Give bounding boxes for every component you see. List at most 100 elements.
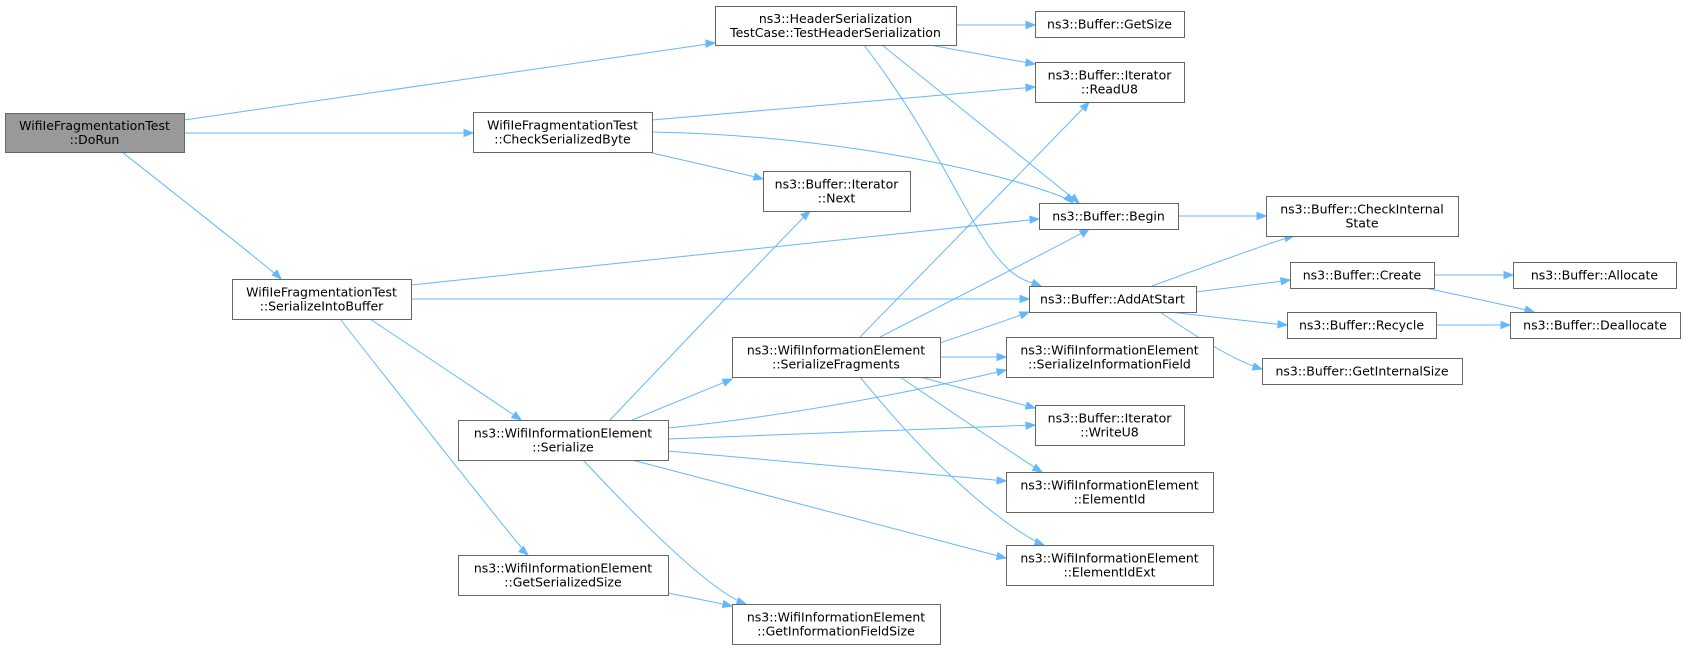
arrowhead (996, 476, 1008, 485)
edge-serialize-to-elementidext (631, 459, 1008, 561)
node-label-line: ::SerializeInformationField (1028, 357, 1191, 372)
edge-serialize-to-elementid (667, 450, 1008, 485)
arrowhead (1256, 211, 1268, 221)
arrowhead (463, 128, 475, 138)
edge-serialize-to-next (609, 210, 812, 421)
node-box (1266, 196, 1459, 237)
node-layer: WifiIeFragmentationTest::DoRun ns3::Heade… (5, 6, 1681, 645)
node-addatstart[interactable]: ns3::Buffer::AddAtStart (1029, 286, 1197, 313)
arrowhead (1063, 193, 1074, 204)
node-box (1290, 262, 1435, 289)
node-writeu8[interactable]: ns3::Buffer::Iterator::WriteU8 (1035, 405, 1185, 446)
edge-line (651, 152, 764, 180)
node-serbuf[interactable]: WifiIeFragmentationTest::SerializeIntoBu… (232, 279, 412, 320)
node-serfrag[interactable]: ns3::WifiInformationElement::SerializeFr… (732, 337, 941, 378)
node-next[interactable]: ns3::Buffer::Iterator::Next (763, 171, 911, 212)
node-label-line: TestCase::TestHeaderSerialization (729, 25, 941, 40)
edge-addatstart-to-create (1195, 277, 1292, 293)
node-serialize[interactable]: ns3::WifiInformationElement::Serialize (458, 420, 669, 461)
edge-line (631, 459, 1007, 559)
node-getsersize[interactable]: ns3::WifiInformationElement::GetSerializ… (458, 555, 669, 596)
node-label-line: ns3::WifiInformationElement (474, 561, 652, 576)
node-getinfofieldsize[interactable]: ns3::WifiInformationElement::GetInformat… (732, 604, 941, 645)
edge-checkbyte-to-begin (651, 131, 1074, 204)
node-label-line: ns3::HeaderSerialization (759, 11, 912, 26)
node-label-line: ns3::Buffer::Deallocate (1523, 318, 1667, 333)
node-recycle[interactable]: ns3::Buffer::Recycle (1287, 312, 1437, 339)
edge-serfrag-to-addatstart (939, 311, 1031, 344)
arrowhead (995, 551, 1008, 561)
edge-serfrag-to-readu8 (859, 100, 1090, 338)
node-allocate[interactable]: ns3::Buffer::Allocate (1513, 262, 1677, 289)
node-elementid[interactable]: ns3::WifiInformationElement::ElementId (1006, 472, 1214, 513)
edge-line (369, 318, 522, 421)
node-label-line: ns3::Buffer::Create (1303, 268, 1422, 283)
node-box (458, 420, 669, 461)
edge-addatstart-to-recycle (1169, 311, 1289, 329)
node-label-line: State (1345, 216, 1378, 231)
arrowhead (721, 378, 734, 387)
node-getinternalsize[interactable]: ns3::Buffer::GetInternalSize (1262, 358, 1463, 385)
node-label-line: ns3::WifiInformationElement (1020, 478, 1198, 493)
node-label-line: ns3::Buffer::Iterator (1048, 68, 1173, 83)
edge-checkbyte-to-readu8 (651, 83, 1037, 121)
node-box (473, 112, 653, 153)
edge-serialize-to-serfrag (631, 378, 734, 421)
node-testheader[interactable]: ns3::HeaderSerializationTestCase::TestHe… (715, 6, 957, 46)
node-label-line: ::WriteU8 (1080, 425, 1139, 440)
arrowhead (800, 210, 812, 221)
arrowhead (1500, 320, 1512, 330)
node-label-line: ns3::Buffer::Recycle (1299, 318, 1424, 333)
node-label-line: WifiIeFragmentationTest (487, 118, 638, 133)
arrowhead (271, 269, 282, 280)
node-label-line: ns3::WifiInformationElement (474, 426, 652, 441)
node-label-line: ns3::Buffer::AddAtStart (1040, 292, 1185, 307)
edge-dorun-to-checkbyte (184, 128, 475, 138)
node-label-line: WifiIeFragmentationTest (246, 285, 397, 300)
arrowhead (1030, 278, 1043, 287)
node-label-line: ::Next (818, 191, 856, 206)
node-label-line: ::SerializeIntoBuffer (260, 299, 384, 314)
node-label-line: ::GetInformationFieldSize (757, 624, 915, 639)
edge-line (1169, 311, 1288, 326)
node-readu8[interactable]: ns3::Buffer::Iterator::ReadU8 (1035, 62, 1185, 103)
arrowhead (1069, 193, 1081, 204)
node-deallocate[interactable]: ns3::Buffer::Deallocate (1510, 312, 1681, 339)
node-label-line: ns3::WifiInformationElement (1020, 551, 1198, 566)
node-create[interactable]: ns3::Buffer::Create (1290, 262, 1435, 289)
node-label-line: ::Serialize (532, 440, 594, 455)
arrowhead (510, 410, 523, 421)
arrowhead (1503, 270, 1515, 280)
node-label-line: ns3::Buffer::Iterator (1048, 411, 1173, 426)
edge-testheader-to-begin (881, 44, 1081, 204)
edge-serbuf-to-getsersize (339, 318, 530, 556)
node-getsize[interactable]: ns3::Buffer::GetSize (1035, 11, 1185, 38)
node-label-line: ns3::Buffer::Allocate (1531, 268, 1659, 283)
arrowhead (1018, 311, 1031, 320)
edge-create-to-allocate (1433, 270, 1515, 280)
node-begin[interactable]: ns3::Buffer::Begin (1039, 203, 1179, 230)
node-box (732, 604, 941, 645)
edge-line (667, 369, 1007, 429)
node-checkbyte[interactable]: WifiIeFragmentationTest::CheckSerialized… (473, 112, 653, 153)
node-label-line: ::GetSerializedSize (504, 575, 622, 590)
edge-checkbyte-to-next (651, 152, 765, 181)
node-label-line: ns3::Buffer::GetSize (1047, 17, 1172, 32)
edge-addatstart-to-checkinternal (1151, 233, 1296, 287)
node-serinfofield[interactable]: ns3::WifiInformationElement::SerializeIn… (1006, 337, 1214, 378)
node-box (1006, 472, 1214, 513)
edge-serfrag-to-writeu8 (919, 376, 1037, 410)
edge-begin-to-checkinternal (1178, 211, 1268, 221)
node-box (1035, 405, 1185, 446)
edge-line (667, 424, 1036, 440)
edge-getsersize-to-getinfofieldsize (667, 592, 734, 609)
node-label-line: ::CheckSerializedByte (494, 132, 631, 147)
arrowhead (1031, 463, 1044, 473)
node-elementidext[interactable]: ns3::WifiInformationElement::ElementIdEx… (1006, 545, 1214, 586)
node-dorun[interactable]: WifiIeFragmentationTest::DoRun (5, 113, 185, 153)
arrowhead (1025, 421, 1037, 430)
node-box (1035, 62, 1185, 103)
edge-line (183, 42, 716, 121)
